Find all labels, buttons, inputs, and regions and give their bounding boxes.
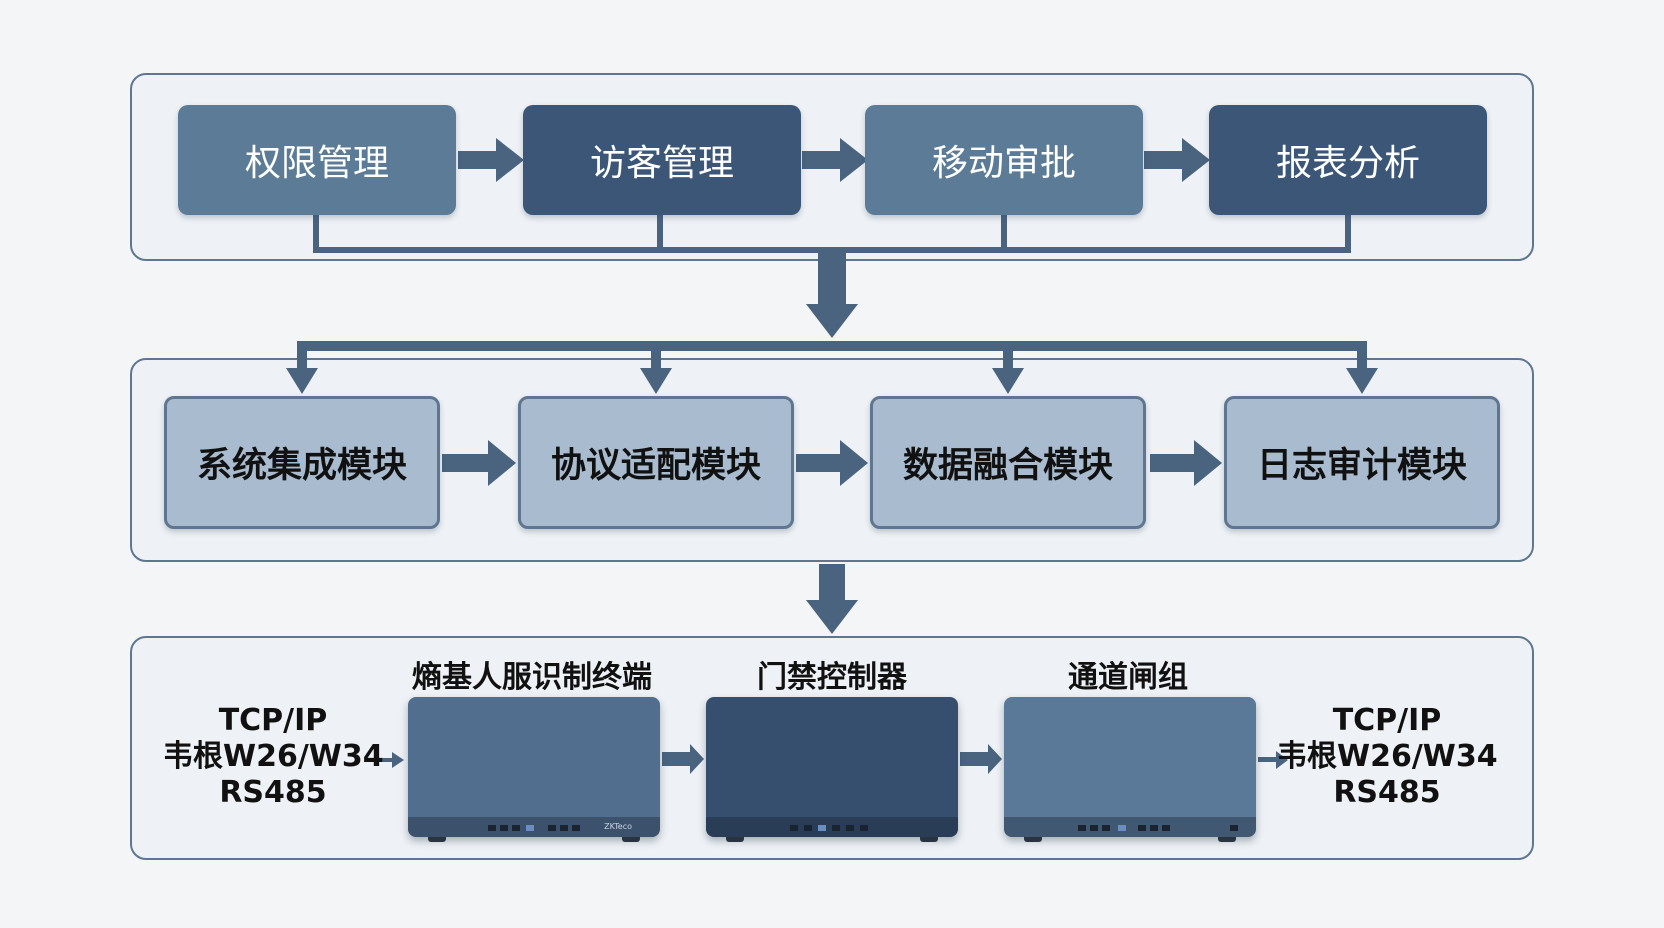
box-report-analysis: 报表分析 bbox=[1209, 105, 1487, 215]
arrow-top-1 bbox=[458, 138, 524, 182]
protocol-left-wiegand: 韦根W26/W34 bbox=[163, 739, 384, 774]
protocol-right-tcpip: TCP/IP bbox=[1332, 703, 1442, 738]
protocol-right-rs485: RS485 bbox=[1333, 775, 1441, 810]
arrow-dev-2 bbox=[960, 744, 1002, 774]
module-system-integration: 系统集成模块 bbox=[164, 396, 440, 529]
top-collector-lines bbox=[313, 214, 1351, 253]
gate-device-icon bbox=[1004, 697, 1256, 842]
arrow-down-bottom bbox=[806, 564, 858, 634]
device-label-terminal: 熵基人服识制终端 bbox=[412, 660, 652, 695]
distribution-arrowheads bbox=[286, 368, 1378, 394]
protocol-right-wiegand: 韦根W26/W34 bbox=[1277, 739, 1498, 774]
arrow-down-main bbox=[806, 250, 858, 338]
protocol-left-rs485: RS485 bbox=[219, 775, 327, 810]
arrow-top-3 bbox=[1144, 138, 1210, 182]
protocols-right: TCP/IP 韦根W26/W34 RS485 bbox=[1277, 703, 1498, 811]
arrow-dev-1 bbox=[662, 744, 704, 774]
arrow-mid-3 bbox=[1150, 440, 1222, 486]
arrow-proto-left bbox=[380, 752, 404, 768]
arrow-mid-1 bbox=[442, 440, 516, 486]
protocols-left: TCP/IP 韦根W26/W34 RS485 bbox=[163, 703, 384, 811]
device-brand-tag: ZKTeco bbox=[604, 822, 632, 831]
controller-device-icon bbox=[706, 697, 958, 842]
arrow-mid-2 bbox=[796, 440, 868, 486]
protocol-left-tcpip: TCP/IP bbox=[218, 703, 328, 738]
box-visitor-management: 访客管理 bbox=[523, 105, 801, 215]
arrow-top-2 bbox=[802, 138, 868, 182]
arrow-proto-right bbox=[1258, 751, 1288, 769]
distribution-line bbox=[297, 341, 1367, 370]
module-log-audit: 日志审计模块 bbox=[1224, 396, 1500, 529]
module-data-fusion: 数据融合模块 bbox=[870, 396, 1146, 529]
terminal-device-icon: ZKTeco bbox=[408, 697, 660, 842]
device-label-controller: 门禁控制器 bbox=[757, 660, 907, 695]
device-label-gate: 通道闸组 bbox=[1068, 660, 1188, 695]
box-mobile-approval: 移动审批 bbox=[865, 105, 1143, 215]
module-protocol-adapter: 协议适配模块 bbox=[518, 396, 794, 529]
box-permission-management: 权限管理 bbox=[178, 105, 456, 215]
